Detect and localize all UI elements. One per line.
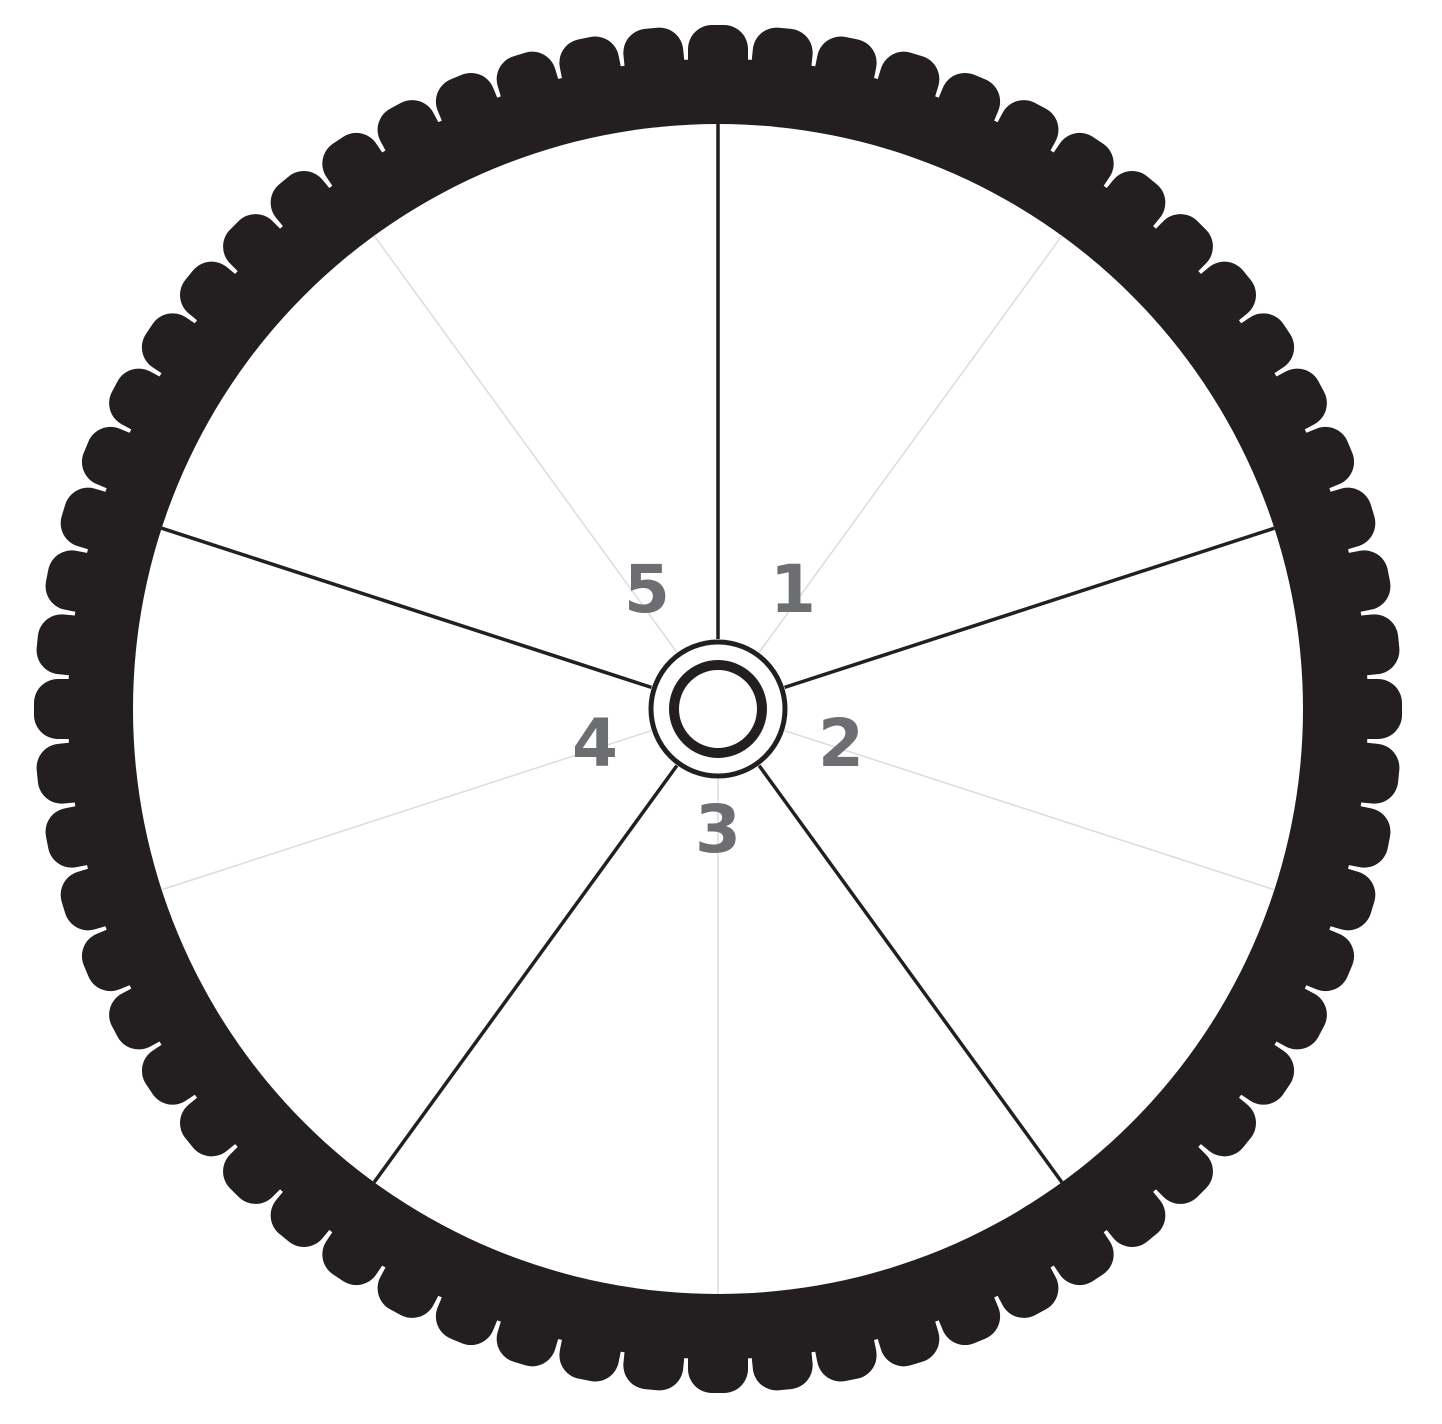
sector-label-5: 5 <box>624 551 670 628</box>
sector-label-3: 3 <box>695 791 741 868</box>
sector-label-2: 2 <box>818 705 864 782</box>
hub <box>651 642 785 776</box>
sector-label-4: 4 <box>572 705 618 782</box>
tire-knob <box>688 25 748 85</box>
tire-knob <box>34 679 94 739</box>
hub-inner-ring <box>674 665 762 753</box>
tire-knob <box>1342 679 1402 739</box>
tire-knob <box>688 1333 748 1393</box>
sector-label-1: 1 <box>770 551 816 628</box>
